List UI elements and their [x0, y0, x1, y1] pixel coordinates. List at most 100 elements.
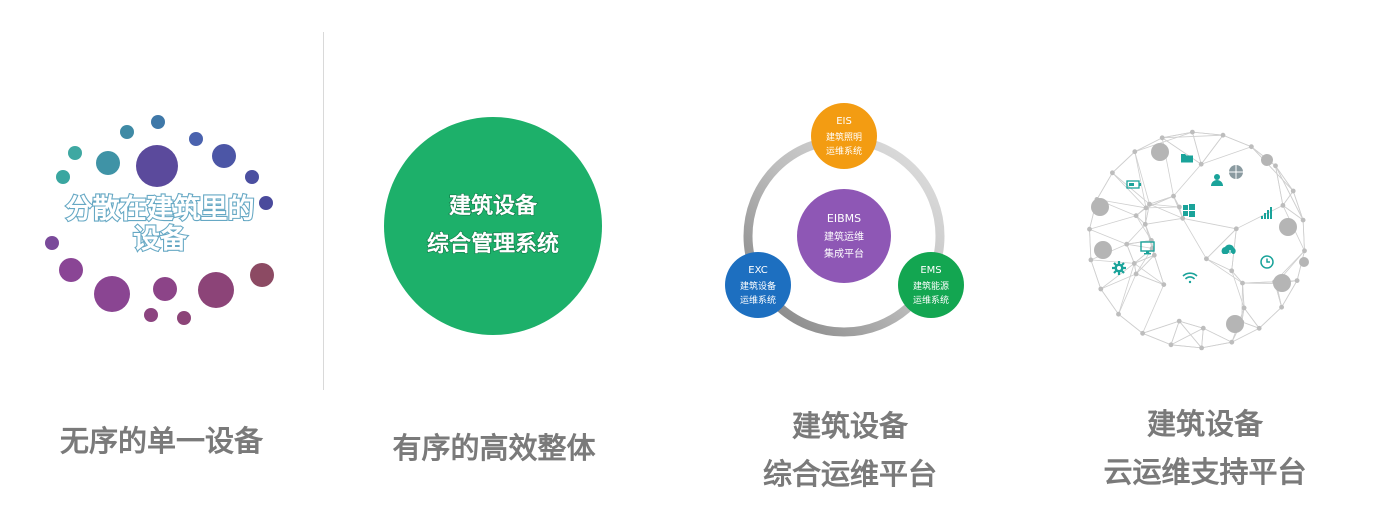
network-node: [1098, 286, 1104, 292]
network-link: [1145, 206, 1180, 209]
device-dot: [259, 196, 273, 210]
globe-icon: [1229, 165, 1243, 179]
network-node: [1161, 282, 1167, 287]
clock-icon: [1260, 255, 1274, 269]
network-node: [1273, 163, 1278, 169]
network-link: [1144, 207, 1147, 225]
network-link: [1135, 273, 1164, 285]
network-link: [1135, 254, 1155, 275]
monitor-icon: [1140, 241, 1155, 255]
device-dot: [136, 145, 178, 187]
network-node: [1116, 311, 1121, 317]
network-link: [1206, 258, 1232, 272]
wifi-icon: [1182, 272, 1198, 284]
device-dot: [245, 170, 259, 184]
eis-line1: 建筑照明: [826, 131, 862, 143]
device-dot: [189, 132, 203, 146]
network-link: [1134, 151, 1147, 208]
network-node: [1132, 149, 1138, 155]
network-link: [1302, 220, 1305, 251]
network-link: [1242, 283, 1245, 308]
device-dot: [68, 146, 82, 160]
network-node: [1198, 161, 1204, 167]
network-link: [1126, 240, 1152, 245]
device-dot: [153, 277, 177, 301]
network-link: [1134, 137, 1163, 153]
eis-node: [811, 103, 877, 169]
panel-scattered-devices: 分散在建筑里的 设备 无序的单一设备: [0, 0, 323, 527]
network-link: [1134, 254, 1155, 264]
gear-icon: [1112, 261, 1126, 275]
network-link: [1126, 243, 1153, 249]
cloud-download-icon: [1221, 244, 1236, 257]
network-link: [1206, 228, 1237, 260]
caption-text: 有序的高效整体: [392, 431, 596, 465]
caption-ordered: 有序的高效整体: [324, 424, 664, 472]
network-node: [1300, 217, 1306, 223]
scattered-dots-graphic: 分散在建筑里的 设备: [45, 115, 274, 325]
ems-line1: 建筑能源: [913, 280, 949, 292]
network-link: [1222, 134, 1252, 148]
network-link: [1201, 328, 1204, 348]
network-node: [1229, 339, 1235, 345]
network-hub: [1094, 241, 1112, 259]
network-link: [1200, 134, 1224, 165]
signal-icon: [1261, 207, 1272, 219]
network-link: [1170, 327, 1204, 346]
caption-disordered: 无序的单一设备: [0, 417, 323, 465]
eis-title: EIS: [836, 116, 852, 127]
network-link: [1231, 327, 1260, 343]
network-hub: [1299, 257, 1309, 267]
network-node: [1151, 252, 1157, 258]
network-node: [1240, 280, 1245, 286]
network-link: [1162, 134, 1224, 139]
network-link: [1182, 217, 1237, 230]
network-link: [1118, 313, 1143, 334]
divider: [323, 32, 324, 390]
network-node: [1204, 256, 1209, 262]
network-link: [1134, 151, 1150, 205]
folder-icon: [1181, 154, 1193, 163]
device-dot: [212, 144, 236, 168]
network-link: [1144, 204, 1150, 225]
network-link: [1161, 137, 1202, 165]
network-link: [1134, 263, 1165, 285]
windows-icon: [1183, 204, 1195, 217]
network-node: [1249, 144, 1254, 150]
exc-node: [725, 252, 791, 318]
exc-line2: 运维系统: [740, 294, 776, 306]
cloud-label-line1: 分散在建筑里的: [66, 193, 255, 225]
exc-line1: 建筑设备: [740, 280, 776, 292]
network-link: [1201, 341, 1232, 349]
network-link: [1089, 228, 1127, 245]
network-node: [1131, 261, 1137, 266]
network-link: [1241, 321, 1260, 329]
network-node: [1159, 135, 1165, 141]
network-link: [1100, 263, 1135, 290]
network-node: [1149, 246, 1155, 251]
network-hub: [1151, 143, 1169, 161]
device-dot: [45, 236, 59, 250]
eibms-line1: 建筑运维: [824, 230, 864, 243]
ems-node: [898, 252, 964, 318]
network-link: [1162, 131, 1193, 139]
network-link: [1203, 327, 1232, 343]
network-link: [1241, 283, 1243, 322]
network-link: [1144, 224, 1153, 249]
network-node: [1199, 345, 1204, 351]
network-link: [1112, 172, 1147, 209]
network-node: [1168, 342, 1174, 348]
network-link: [1089, 215, 1137, 230]
network-node: [1171, 193, 1176, 199]
caption-text: 无序的单一设备: [59, 424, 263, 458]
network-link: [1275, 165, 1294, 192]
network-node: [1088, 257, 1094, 263]
caption-line1: 建筑设备: [791, 409, 908, 443]
network-link: [1100, 273, 1137, 290]
network-link: [1090, 259, 1102, 290]
device-dot: [198, 272, 234, 308]
network-link: [1281, 280, 1298, 308]
network-link: [1201, 146, 1252, 165]
device-dot: [120, 125, 134, 139]
network-node: [1233, 226, 1239, 232]
